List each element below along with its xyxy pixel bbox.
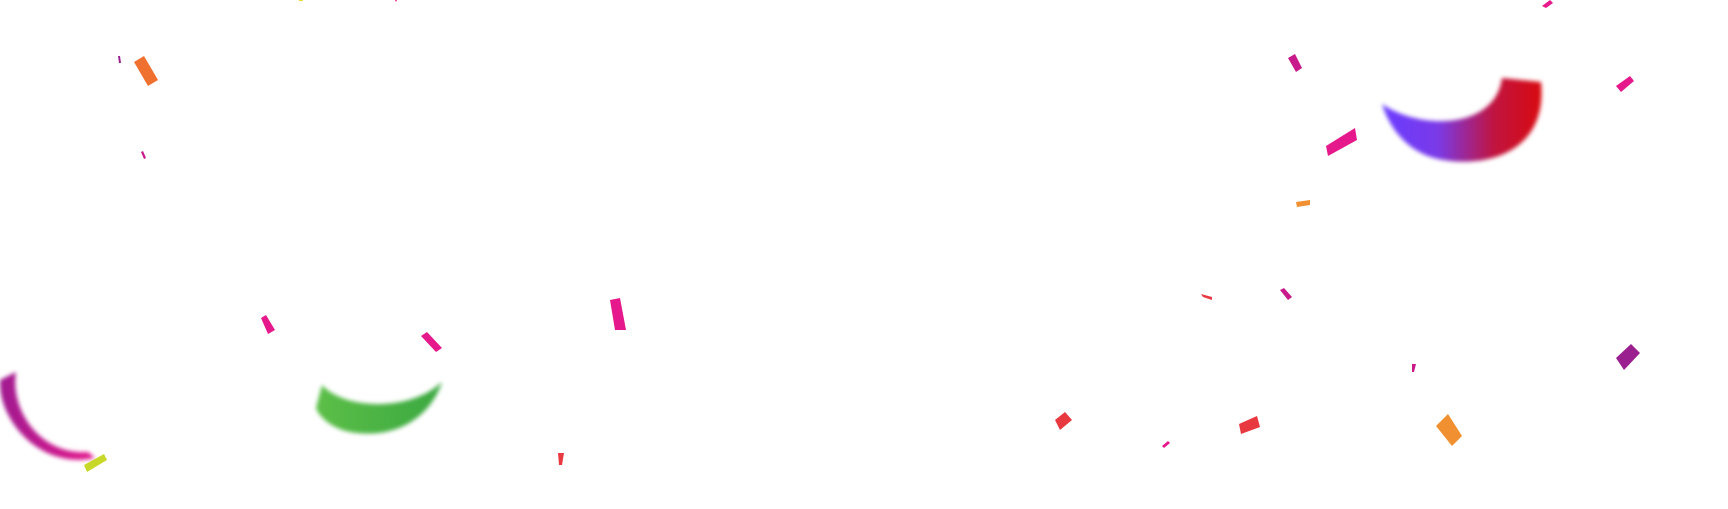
confetti-piece	[1239, 416, 1260, 434]
confetti-piece	[84, 454, 107, 472]
confetti-piece	[1055, 412, 1072, 430]
ribbon-curl-right	[1382, 78, 1542, 162]
confetti-piece	[1616, 344, 1640, 370]
confetti-piece	[134, 56, 158, 86]
confetti-pieces	[84, 0, 1640, 472]
confetti-piece	[1436, 414, 1462, 446]
confetti-piece	[118, 56, 121, 63]
confetti-piece	[261, 315, 275, 334]
confetti-piece	[610, 298, 626, 330]
confetti-piece	[395, 0, 397, 2]
confetti-piece	[1326, 128, 1357, 156]
confetti-piece	[1280, 288, 1292, 300]
confetti-piece	[298, 0, 303, 1]
confetti-piece	[141, 151, 146, 159]
confetti-piece	[1296, 200, 1310, 207]
ribbon-curl-green	[316, 382, 442, 434]
confetti-piece	[1162, 441, 1170, 448]
confetti-piece	[1616, 76, 1634, 92]
confetti-piece	[421, 332, 442, 352]
ribbon-curl-left	[0, 372, 95, 460]
confetti-piece	[1288, 54, 1302, 72]
confetti-piece	[1412, 364, 1416, 372]
confetti-piece	[1201, 294, 1212, 300]
confetti-piece	[558, 453, 564, 465]
confetti-piece	[1542, 0, 1553, 8]
